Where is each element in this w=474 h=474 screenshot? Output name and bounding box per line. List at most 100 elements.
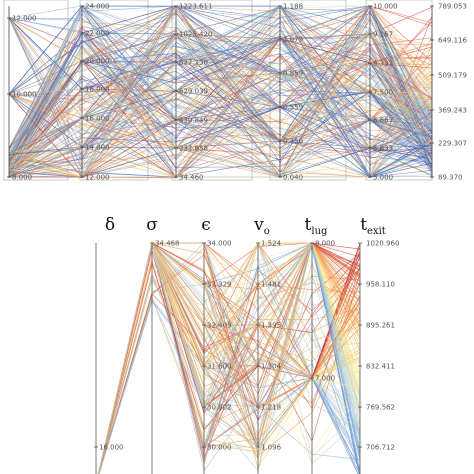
bottom-tick-label: 33.329 — [207, 281, 232, 289]
top-tick-label: 8.000 — [12, 174, 32, 182]
top-tick-label: 1.079 — [283, 36, 303, 44]
top-polyline — [8, 13, 433, 163]
bottom-tick-label: 16.000 — [99, 444, 124, 452]
top-polyline — [8, 5, 433, 178]
top-tick-label: 5.000 — [373, 174, 393, 182]
top-polyline — [8, 53, 433, 174]
top-tick-label: 89.370 — [438, 174, 463, 182]
top-tick-label: 12.000 — [85, 174, 110, 182]
bottom-tick-label: 769.562 — [366, 404, 395, 412]
top-tick-label: 1223.611 — [179, 3, 212, 11]
top-polylines — [8, 5, 433, 179]
top-polyline — [8, 61, 433, 178]
top-parallel-plot: 12.00010.0008.00024.00022.00020.00018.00… — [3, 0, 467, 182]
axis-header-sigma: σ — [146, 215, 158, 235]
bottom-tick-label: 1.395 — [261, 322, 281, 330]
top-polyline — [8, 33, 433, 178]
top-tick-label: 5.833 — [373, 145, 393, 153]
top-tick-label: 10.000 — [12, 91, 37, 99]
bottom-tick-label: 8.000 — [315, 240, 335, 248]
top-polyline — [8, 9, 433, 178]
top-polyline — [8, 5, 433, 175]
bottom-tick-label: 30.802 — [207, 404, 232, 412]
top-polyline — [8, 5, 433, 178]
top-polyline — [8, 33, 433, 167]
top-tick-label: 6.667 — [373, 117, 393, 125]
top-axis-6: 789.053649.116509.179369.243229.30789.37… — [430, 3, 467, 182]
top-tick-label: 430.849 — [179, 117, 208, 125]
top-polyline — [8, 5, 433, 153]
top-tick-label: 16.000 — [85, 115, 110, 123]
top-polyline — [8, 17, 433, 127]
axis-header-texit: texit — [360, 215, 386, 237]
axis-header-tlug: tlug — [305, 215, 328, 237]
bottom-tick-label: 1020.960 — [366, 240, 399, 248]
top-tick-label: 369.243 — [438, 107, 467, 115]
axis-header-symbol: t — [305, 215, 312, 235]
axis-header-delta: δ — [105, 215, 115, 235]
top-polyline — [8, 47, 433, 161]
top-tick-label: 232.658 — [179, 145, 208, 153]
top-tick-label: 10.000 — [373, 3, 398, 11]
top-tick-label: 649.116 — [438, 37, 467, 45]
top-tick-label: 22.000 — [85, 30, 110, 38]
top-polyline — [8, 32, 433, 178]
top-tick-label: 8.333 — [373, 60, 393, 68]
bottom-parallel-plot: 16.000 δ 34.468 σ 34.000 33.329 32.403 31.600 30… — [94, 215, 399, 474]
bottom-polyline — [98, 299, 361, 474]
bottom-tick-label: 7.000 — [315, 375, 335, 383]
axis-header-symbol: v — [253, 215, 264, 235]
bottom-tick-label: 1.524 — [261, 240, 282, 248]
top-tick-label: 9.167 — [373, 31, 393, 39]
top-polyline — [8, 90, 433, 178]
bottom-axis-tlug: 8.000 7.000 tlug — [305, 215, 335, 474]
axis-header-subscript: o — [264, 226, 270, 237]
axis-header-symbol: δ — [105, 215, 115, 235]
top-tick-label: 12.000 — [12, 15, 37, 23]
bottom-polyline — [98, 242, 361, 474]
bottom-tick-label: 34.000 — [207, 240, 232, 248]
bottom-axis-texit: 1020.960958.110895.261832.411769.562706.… — [358, 215, 399, 474]
top-polyline — [8, 65, 433, 178]
top-polyline — [8, 13, 433, 178]
bottom-tick-label: 706.712 — [366, 444, 395, 452]
top-polyline — [8, 5, 433, 145]
bottom-tick-label: 31.600 — [207, 363, 232, 371]
top-axis-3: 1223.6111025.420827.230629.039430.849232… — [174, 3, 212, 182]
top-tick-label: 1.188 — [283, 3, 303, 11]
bottom-tick-label: 32.403 — [207, 322, 232, 330]
top-tick-label: 20.000 — [85, 58, 110, 66]
top-polyline — [8, 5, 433, 151]
top-tick-label: 0.859 — [283, 70, 303, 78]
top-polyline — [8, 37, 433, 155]
top-tick-label: 0.559 — [283, 104, 303, 112]
bottom-axis-sigma: 34.468 σ — [146, 215, 180, 474]
top-axis-2: 24.00022.00020.00018.00016.00014.00012.0… — [80, 3, 110, 182]
bottom-polylines — [97, 241, 361, 474]
top-tick-label: 7.500 — [373, 89, 393, 97]
top-tick-label: 629.039 — [179, 88, 208, 96]
top-polyline — [8, 106, 433, 178]
top-axis-1: 12.000 10.000 8.000 — [7, 6, 37, 182]
bottom-tick-label: 895.261 — [366, 322, 395, 330]
bottom-tick-label: 1.304 — [261, 363, 282, 371]
axis-header-symbol: ϵ — [201, 215, 211, 235]
top-polyline — [8, 33, 433, 157]
top-axis-5: 10.000 9.167 8.333 7.500 6.667 5.833 5.000 — [368, 3, 398, 182]
axis-header-subscript: exit — [367, 226, 386, 237]
top-polyline — [8, 12, 433, 169]
top-polyline — [8, 25, 433, 170]
top-polyline — [8, 37, 433, 161]
top-tick-label: 14.000 — [85, 144, 110, 152]
bottom-tick-label: 1.218 — [261, 404, 281, 412]
top-polyline — [8, 5, 433, 176]
bottom-polyline — [98, 242, 361, 474]
bottom-tick-label: 34.468 — [155, 240, 180, 248]
top-polyline — [8, 5, 433, 160]
top-polyline — [8, 36, 433, 166]
top-tick-label: 18.000 — [85, 86, 110, 94]
top-tick-label: 509.179 — [438, 72, 467, 80]
